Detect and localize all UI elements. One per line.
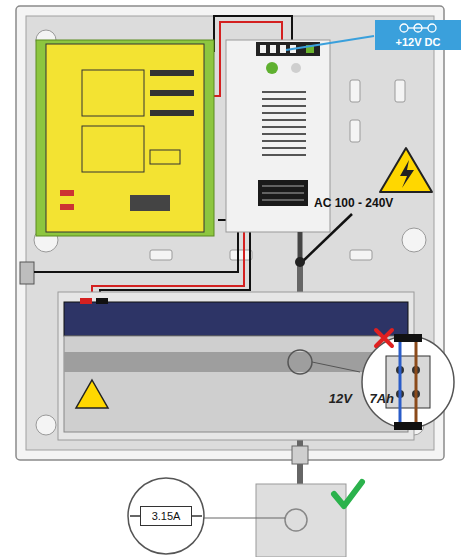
louver [262,140,306,142]
voltage-label: AC 100 - 240V [314,196,393,210]
detail-circle [128,478,204,554]
battery-tray [58,292,414,440]
chip-outline [82,126,144,172]
component [150,70,194,76]
louver [262,119,306,121]
component [150,90,194,96]
louver [262,126,306,128]
controller-board [46,44,204,232]
battery-body [64,336,408,432]
cable-sheath [394,422,422,430]
enclosure-frame [16,6,444,460]
cable-gland [292,446,308,464]
relay [150,150,180,164]
dc-symbol-part [428,24,436,32]
psu-rating-label [258,180,308,206]
battery-terminal [96,298,108,304]
battery-terminal [80,298,92,304]
battery-top [64,302,408,336]
node-text: +12V DC [396,36,441,48]
louver [262,112,306,114]
louver [262,91,306,93]
detail-circle [362,336,454,428]
leader-line [286,36,374,50]
blue-wire [399,340,402,424]
chip-outline [82,70,144,116]
battery: 12V 7Ah [64,318,408,414]
psu-led [266,62,278,74]
brown-wire [415,340,418,424]
slot [150,250,172,260]
slot [350,250,372,260]
component [150,110,194,116]
terminal-strips [36,40,214,236]
node-text: 3.15A [152,510,181,522]
warning-triangle [380,148,432,192]
board-components [60,70,194,211]
cross-mark [376,330,392,346]
louver [262,147,306,149]
screw [270,45,276,53]
connector [130,195,170,211]
screw [260,45,266,53]
psu-pot [291,63,301,73]
cable-sheath [394,334,422,342]
dc-symbol-part [400,24,408,32]
slot [395,80,405,102]
rating-line [262,200,304,201]
screw [280,45,286,53]
rating-line [262,186,304,187]
led [60,204,74,210]
battery-strap [64,352,408,372]
cable-gland [295,257,305,267]
rating-lines [262,186,304,200]
leader-line [312,362,360,372]
lightning-symbol [400,160,414,188]
fuse: 3.15A [140,506,192,526]
louver [262,133,306,135]
slot [350,80,360,102]
voltage-callout: +12V DC [375,20,461,50]
rating-line [262,193,304,194]
slot [230,250,252,260]
dc-symbol-part [408,27,428,28]
dc-symbol [398,23,438,33]
node-text: 12V 7Ah [329,391,394,406]
louver [262,154,306,156]
louver [262,105,306,107]
led [60,190,74,196]
slot [350,120,360,142]
knockout [36,415,56,435]
check-mark [334,482,362,506]
louver [262,98,306,100]
fuse-holder [285,509,307,531]
battery-warning [76,380,108,408]
knockout [402,228,426,252]
tamper-switch [20,262,34,284]
vent-louvers [262,92,306,155]
leader-line [302,214,352,262]
detail-marker [288,350,312,374]
